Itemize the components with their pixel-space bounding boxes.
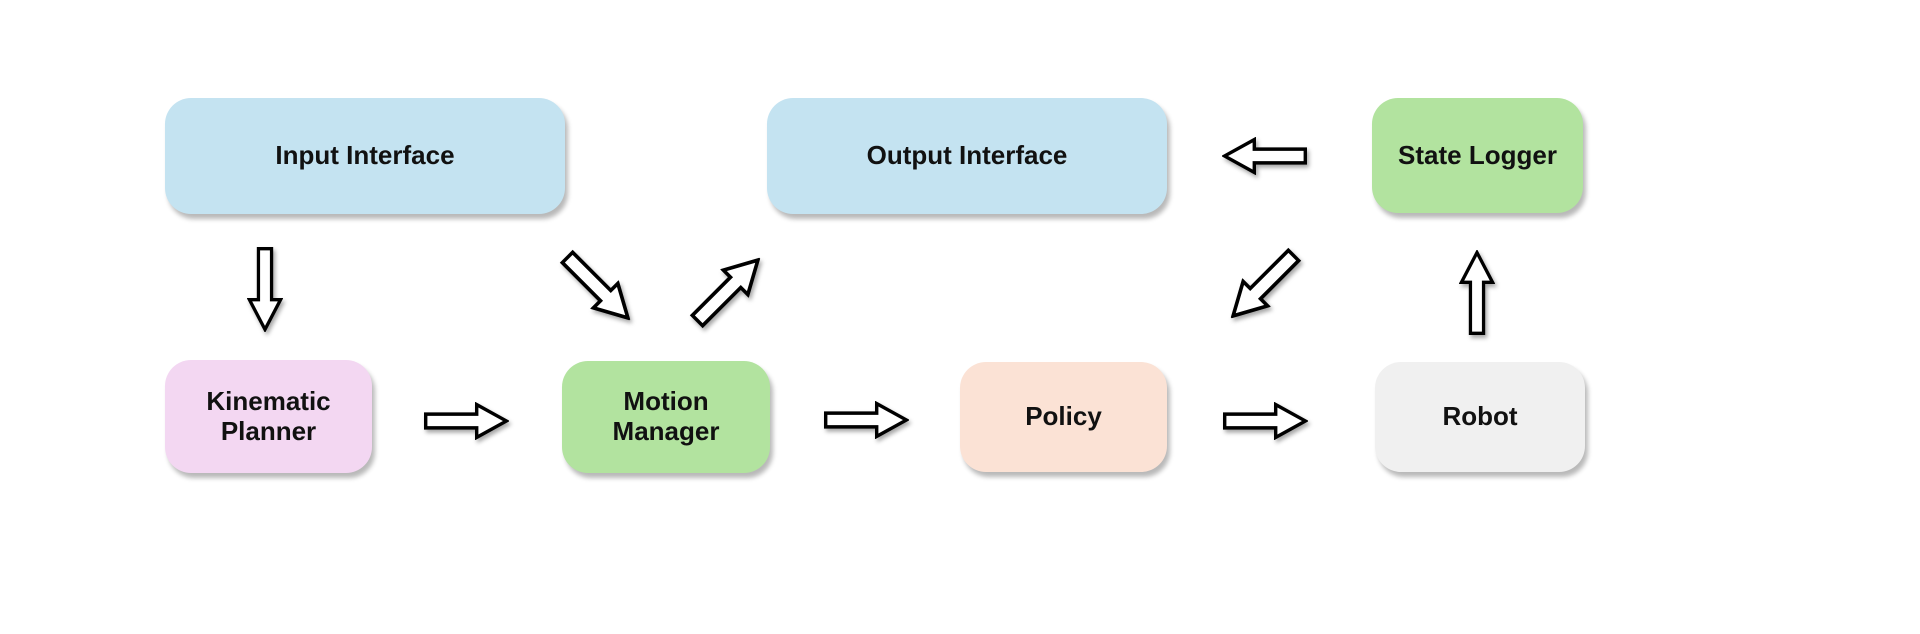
arrow-diagonal-down-right-to-motion-icon [559, 249, 631, 321]
arrow-diagonal-up-right-motion-to-output-icon [689, 257, 761, 329]
node-state-logger: State Logger [1372, 98, 1583, 213]
node-output-interface: Output Interface [767, 98, 1167, 214]
arrow-right-kinematic-to-motion-icon [424, 402, 509, 440]
node-policy-label: Policy [1025, 401, 1102, 432]
arrow-right-motion-to-policy-icon [824, 401, 909, 439]
node-motion-manager-label: Motion Manager [612, 386, 720, 446]
node-kinematic-planner: Kinematic Planner [165, 360, 372, 473]
arrow-right-policy-to-robot-icon [1223, 402, 1308, 440]
node-robot: Robot [1375, 362, 1585, 472]
arrow-diagonal-down-left-to-policy-icon [1230, 247, 1302, 319]
node-input-interface-label: Input Interface [275, 140, 455, 171]
arrow-left-statelogger-to-output-icon [1222, 137, 1307, 175]
node-motion-manager: Motion Manager [562, 361, 770, 473]
arrow-up-robot-to-statelogger-icon [1459, 250, 1495, 335]
node-output-interface-label: Output Interface [866, 140, 1068, 171]
arrow-down-input-to-kinematic-icon [247, 247, 283, 332]
node-robot-label: Robot [1442, 401, 1518, 432]
node-state-logger-label: State Logger [1398, 139, 1557, 170]
node-input-interface: Input Interface [165, 98, 565, 214]
node-kinematic-planner-label: Kinematic Planner [206, 385, 331, 446]
node-policy: Policy [960, 362, 1167, 472]
